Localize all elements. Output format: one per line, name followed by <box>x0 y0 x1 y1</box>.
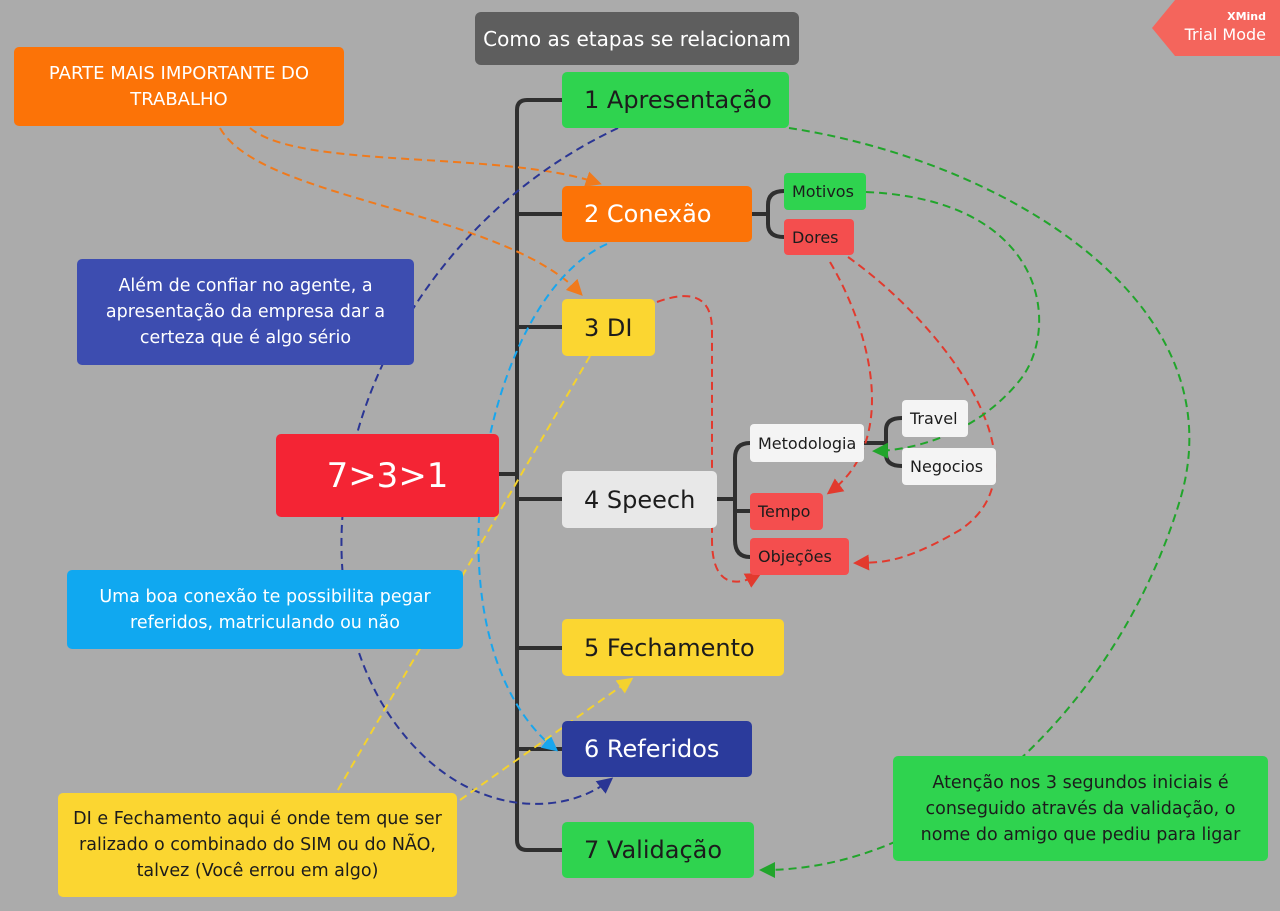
topic-tempo[interactable]: Tempo <box>750 493 823 530</box>
note-text: DI e Fechamento aqui é onde tem que ser … <box>73 809 442 881</box>
note-apresentacao-empresa[interactable]: Além de confiar no agente, a apresentaçã… <box>77 259 414 365</box>
root-node-label: 7>3>1 <box>326 455 449 496</box>
step-referidos[interactable]: 6 Referidos <box>562 721 752 777</box>
step-di[interactable]: 3 DI <box>562 299 655 356</box>
note-di-fechamento[interactable]: DI e Fechamento aqui é onde tem que ser … <box>58 793 457 897</box>
step-label: 2 Conexão <box>584 200 712 228</box>
step-label: 7 Validação <box>584 836 723 864</box>
diagram-title[interactable]: Como as etapas se relacionam <box>475 12 799 65</box>
note-text: Uma boa conexão te possibilita pegar ref… <box>99 586 431 633</box>
note-text: Além de confiar no agente, a apresentaçã… <box>105 276 386 348</box>
xmind-brand: XMind <box>1227 10 1266 23</box>
topic-label: Negocios <box>910 457 984 476</box>
topic-label: Motivos <box>792 182 854 201</box>
topic-dores[interactable]: Dores <box>784 219 854 255</box>
step-label: 3 DI <box>584 313 633 342</box>
step-label: 5 Fechamento <box>584 633 755 662</box>
step-apresentacao[interactable]: 1 Apresentação <box>562 72 789 128</box>
step-conexao[interactable]: 2 Conexão <box>562 186 752 242</box>
topic-travel[interactable]: Travel <box>902 400 968 437</box>
step-label: 1 Apresentação <box>584 86 772 114</box>
topic-label: Travel <box>910 409 958 428</box>
topic-label: Tempo <box>758 502 811 521</box>
step-label: 4 Speech <box>584 485 696 514</box>
note-atencao-validacao[interactable]: Atenção nos 3 segundos iniciais é conseg… <box>893 756 1268 861</box>
note-boa-conexao[interactable]: Uma boa conexão te possibilita pegar ref… <box>67 570 463 649</box>
topic-negocios[interactable]: Negocios <box>902 448 996 485</box>
step-label: 6 Referidos <box>584 735 720 763</box>
topic-motivos[interactable]: Motivos <box>784 173 866 210</box>
topic-label: Metodologia <box>758 433 857 453</box>
topic-objecoes[interactable]: Objeções <box>750 538 849 575</box>
note-text: Atenção nos 3 segundos iniciais é conseg… <box>920 772 1241 845</box>
topic-label: Objeções <box>758 547 832 566</box>
topic-metodologia[interactable]: Metodologia <box>750 424 864 462</box>
step-speech[interactable]: 4 Speech <box>562 471 717 528</box>
diagram-title-text: Como as etapas se relacionam <box>483 26 791 51</box>
step-fechamento[interactable]: 5 Fechamento <box>562 619 784 676</box>
root-node[interactable]: 7>3>1 <box>276 434 499 517</box>
note-text: PARTE MAIS IMPORTANTE DO TRABALHO <box>48 62 310 110</box>
step-validacao[interactable]: 7 Validação <box>562 822 754 878</box>
topic-label: Dores <box>792 227 839 247</box>
trial-mode-badge: XMind Trial Mode <box>1152 0 1280 56</box>
note-parte-importante[interactable]: PARTE MAIS IMPORTANTE DO TRABALHO <box>14 47 344 126</box>
trial-mode-label: Trial Mode <box>1184 25 1266 44</box>
